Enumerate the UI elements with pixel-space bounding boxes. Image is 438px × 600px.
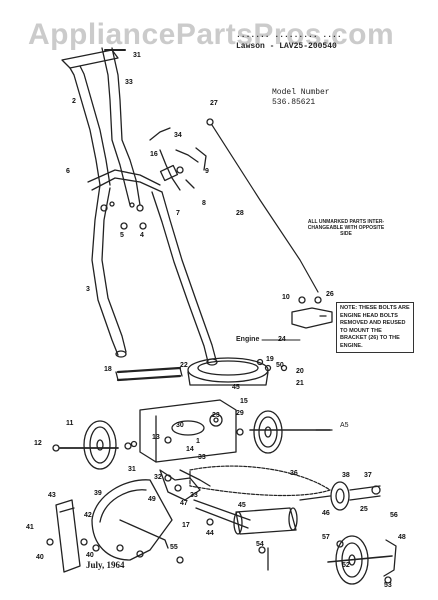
callout: 37: [364, 472, 372, 479]
sleeve: [233, 507, 298, 535]
callout: 38: [342, 472, 350, 479]
callout: 53: [384, 582, 392, 589]
right-wheel: [236, 410, 331, 454]
callout: 25: [360, 506, 368, 513]
callout: 33: [125, 79, 133, 86]
callout: 49: [148, 496, 156, 503]
rear-axle: [115, 366, 183, 382]
callout: 12: [34, 440, 42, 447]
callout: 31: [128, 466, 136, 473]
callout: 30: [176, 422, 184, 429]
header-line-1: ....... ......... ....: [236, 31, 342, 40]
callout: 39: [94, 490, 102, 497]
callout: 40: [86, 552, 94, 559]
callout: 36: [290, 470, 298, 477]
spindle: [159, 469, 251, 529]
engine-bracket: [291, 296, 333, 329]
callout: 11: [66, 420, 74, 427]
callout: 6: [66, 168, 70, 175]
callout: 3: [86, 286, 90, 293]
main-frame: [139, 399, 237, 463]
hardware: [46, 429, 392, 584]
callout: 24: [278, 336, 286, 343]
model-number-value: 536.85621: [272, 98, 316, 107]
callout: 15: [240, 398, 248, 405]
callout: 19: [266, 356, 274, 363]
callout: 52: [342, 562, 350, 569]
model-number-label: Model Number: [272, 88, 330, 97]
mount-plate: [187, 357, 288, 386]
callout: 9: [205, 168, 209, 175]
callout: 33: [190, 492, 198, 499]
callout: 1: [196, 438, 200, 445]
upper-handle: [61, 47, 141, 206]
callout: 55: [170, 544, 178, 551]
callout: 32: [154, 474, 162, 481]
callout: 2: [72, 98, 76, 105]
handle-crossbar: [87, 169, 163, 230]
interchangeable-note: ALL UNMARKED PARTS INTER-CHANGEABLE WITH…: [307, 219, 385, 237]
callout: 50: [276, 362, 284, 369]
pulley-assembly: [299, 481, 381, 511]
callout: 18: [104, 366, 112, 373]
engine-label: Engine: [236, 336, 260, 343]
callout: 44: [206, 530, 214, 537]
callout: 29: [236, 410, 244, 417]
drive-belt: [189, 465, 331, 497]
callout: 8: [202, 200, 206, 207]
left-wheel: [52, 420, 138, 470]
callout: 21: [296, 380, 304, 387]
control-parts: [149, 127, 207, 191]
callout: 56: [390, 512, 398, 519]
callout: 43: [48, 492, 56, 499]
rod: [211, 124, 319, 293]
callout: 45: [238, 502, 246, 509]
callout: 42: [84, 512, 92, 519]
callout: 41: [26, 524, 34, 531]
callout: 54: [256, 541, 264, 548]
callout: 22: [180, 362, 188, 369]
callout: 57: [322, 534, 330, 541]
callout: 14: [186, 446, 194, 453]
callout: 4: [140, 232, 144, 239]
lower-handle: [91, 184, 218, 366]
header-line-2: Lawson - LAV25-200540: [236, 42, 337, 51]
callout: 45: [232, 384, 240, 391]
callout: 7: [176, 210, 180, 217]
callout: 46: [322, 510, 330, 517]
edger-blade: [55, 499, 81, 573]
watermark-text: AppliancePartsPros.com: [28, 18, 395, 51]
callout: 26: [326, 291, 334, 298]
callout: 28: [236, 210, 244, 217]
aux-label: A5: [340, 422, 349, 429]
callout: 23: [212, 412, 220, 419]
blade-guard: [91, 479, 173, 561]
callout: 5: [120, 232, 124, 239]
revision-date: July, 1964: [86, 560, 125, 570]
callout: 48: [398, 534, 406, 541]
callout: 40: [36, 554, 44, 561]
callout: 31: [133, 52, 141, 59]
callout: 13: [152, 434, 160, 441]
callout: 27: [210, 100, 218, 107]
callout: 33: [198, 454, 206, 461]
callout: 47: [180, 500, 188, 507]
callout: 20: [296, 368, 304, 375]
callout: 10: [282, 294, 290, 301]
callout: 17: [182, 522, 190, 529]
bolt-note: NOTE: THESE BOLTS ARE ENGINE HEAD BOLTS …: [336, 302, 414, 353]
callout: 34: [174, 132, 182, 139]
callout: 16: [150, 151, 158, 158]
front-wheel: [327, 535, 397, 585]
